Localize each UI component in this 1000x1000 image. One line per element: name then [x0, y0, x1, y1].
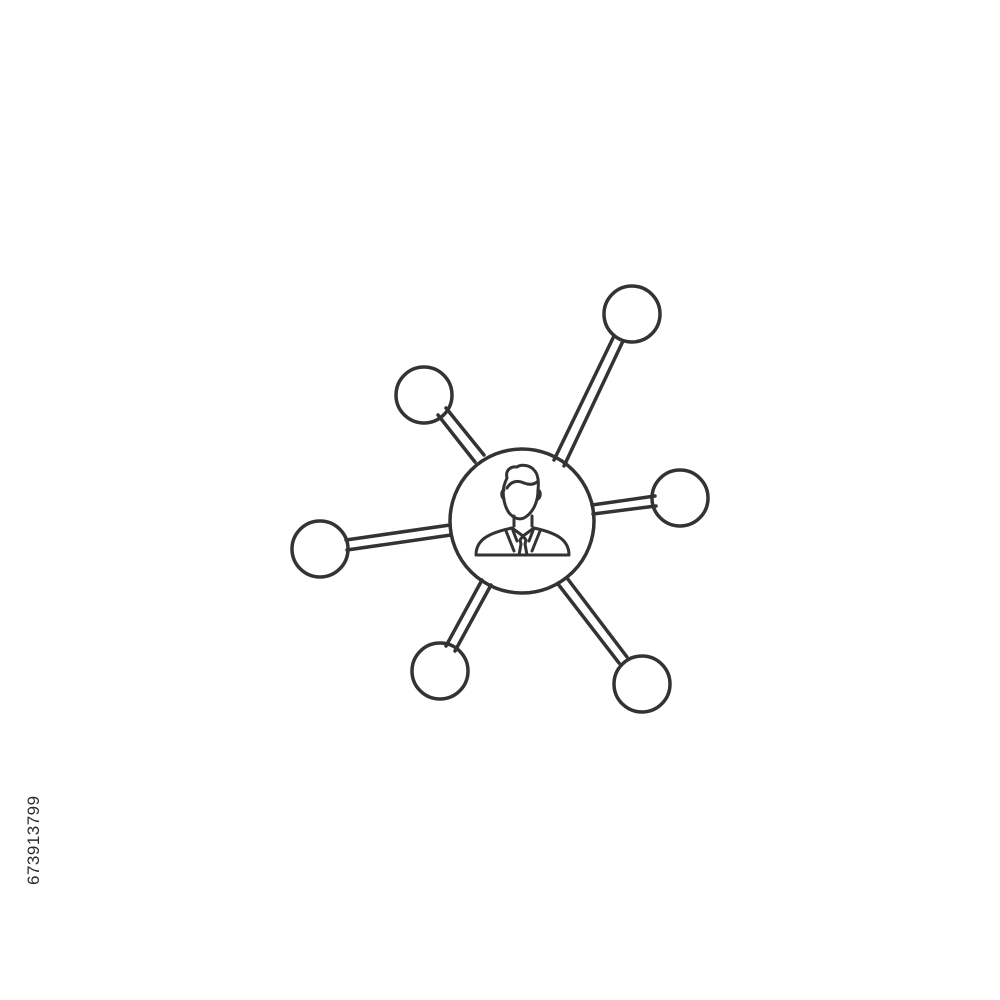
- businessman-avatar-icon: [474, 463, 571, 557]
- node-left: [290, 519, 350, 579]
- connector-lines: [344, 334, 658, 665]
- node-bottom-right: [612, 654, 672, 714]
- node-top-left: [394, 365, 454, 425]
- node-right: [650, 468, 710, 528]
- stock-id-label: 673913799: [24, 795, 43, 885]
- node-bottom-left: [410, 641, 470, 701]
- hub-circle: [448, 447, 596, 595]
- node-top-right: [602, 284, 662, 344]
